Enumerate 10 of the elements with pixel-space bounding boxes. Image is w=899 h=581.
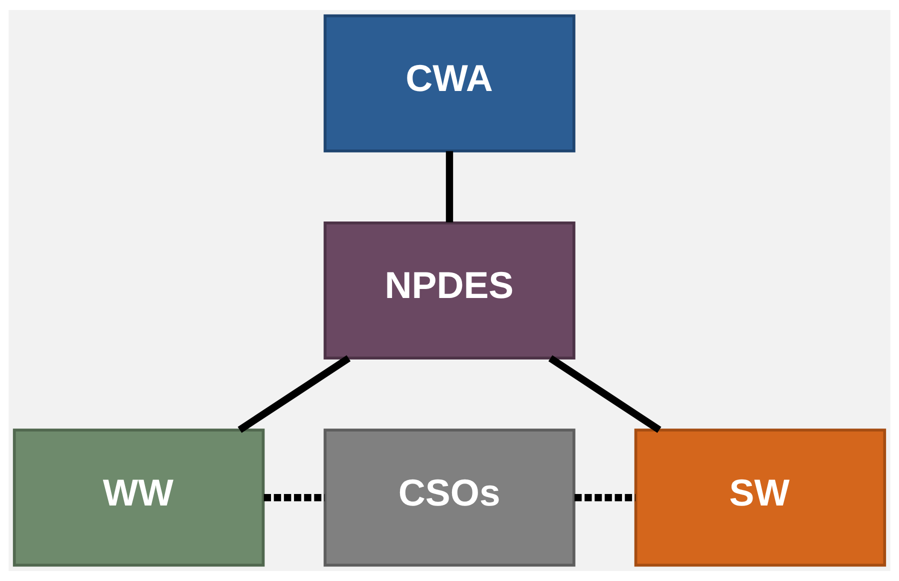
node-box: CSOs [324, 428, 576, 567]
connector [238, 355, 351, 433]
node-box: SW [634, 428, 886, 567]
node-box: NPDES [324, 221, 576, 360]
connector [264, 494, 325, 502]
node-box: WW [12, 428, 265, 567]
connector [548, 355, 662, 433]
connector [574, 494, 636, 502]
connector [446, 151, 454, 222]
node-box: CWA [324, 14, 576, 152]
